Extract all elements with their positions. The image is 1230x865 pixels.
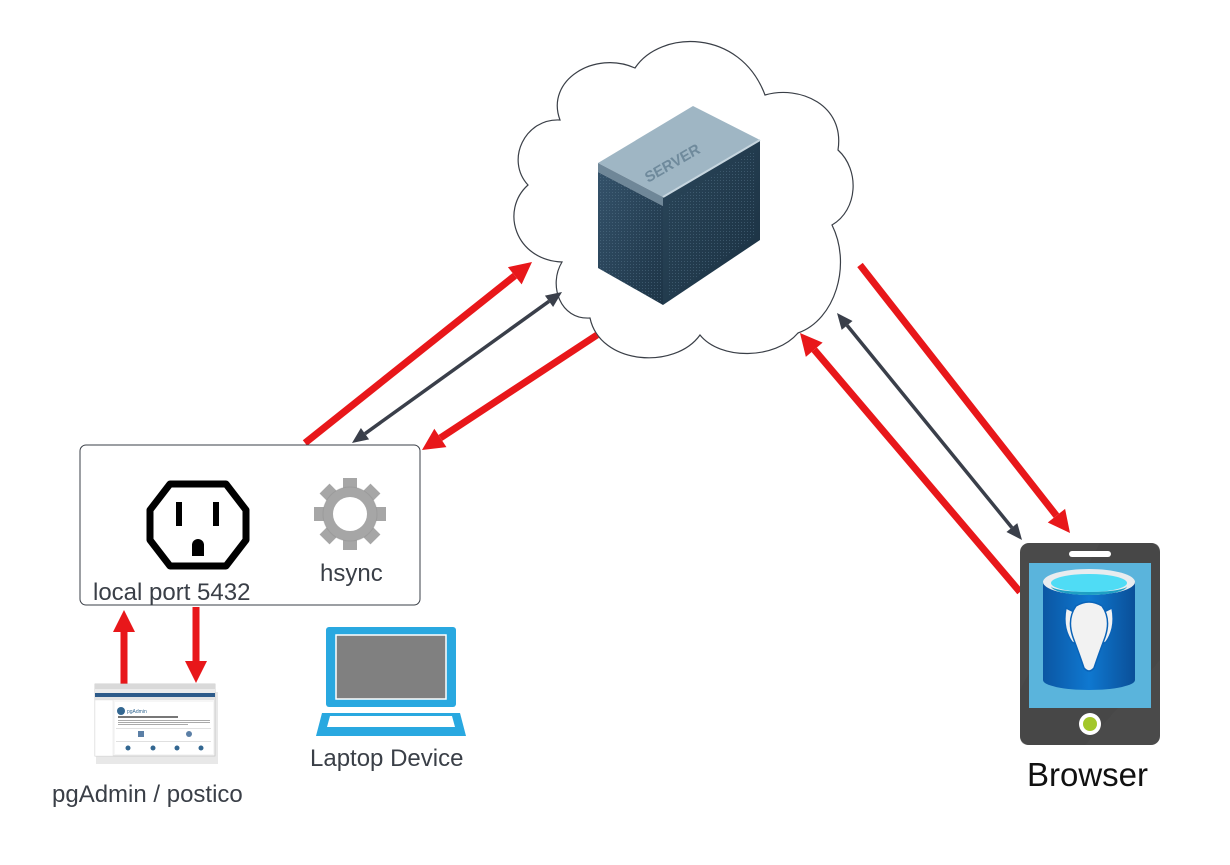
local-box-node[interactable]: hsync local port 5432 — [79, 444, 421, 606]
laptop-label: Laptop Device — [310, 745, 463, 772]
arrow-line — [811, 347, 1023, 595]
server-node: SERVER — [598, 106, 761, 305]
client-app-node[interactable]: pgAdmin pgAdmin / postico — [52, 683, 243, 808]
elephant-icon — [1064, 601, 1114, 672]
arrowhead-end — [1006, 523, 1022, 540]
edges-layer — [113, 262, 1070, 685]
arrow-line — [302, 272, 517, 446]
arrow-local-to-cloud — [302, 262, 532, 446]
service-label: hsync — [320, 560, 383, 587]
arrowhead-end — [544, 292, 562, 308]
phone-node[interactable]: Browser — [1020, 543, 1160, 793]
arrowhead-start — [837, 313, 853, 330]
arrow-line — [857, 262, 1060, 518]
arrow-line — [845, 324, 1014, 529]
arrow-local-cloud-sync — [352, 292, 562, 443]
laptop-icon — [316, 627, 466, 736]
arrowhead-end — [507, 262, 532, 285]
arrow-cloud-to-local — [422, 332, 599, 450]
power-outlet-icon — [146, 480, 250, 570]
arrowhead-start — [352, 427, 370, 443]
browser-label: Browser — [1027, 756, 1148, 793]
arrow-phone-to-cloud — [800, 333, 1023, 595]
arrow-line — [363, 299, 551, 436]
client-app-label: pgAdmin / postico — [52, 781, 243, 808]
arrow-cloud-phone-sync — [837, 313, 1022, 540]
arrowhead-end — [185, 661, 207, 683]
pgadmin-screenshot[interactable]: pgAdmin — [94, 683, 216, 757]
arrow-client-to-local — [113, 610, 135, 685]
arrowhead-end — [800, 333, 823, 357]
gear-icon — [314, 478, 386, 550]
arrow-local-to-client — [185, 607, 207, 683]
arrow-cloud-to-phone — [857, 262, 1070, 533]
arrow-line — [438, 332, 599, 441]
port-label: local port 5432 — [93, 579, 250, 606]
arrowhead-end — [422, 428, 447, 450]
laptop-node[interactable]: Laptop Device — [310, 627, 466, 772]
arrowhead-end — [1047, 508, 1070, 533]
arrowhead-end — [113, 610, 135, 632]
postgres-database-icon — [1043, 569, 1135, 690]
server-top — [598, 106, 760, 197]
pgadmin-title: pgAdmin — [127, 709, 147, 715]
